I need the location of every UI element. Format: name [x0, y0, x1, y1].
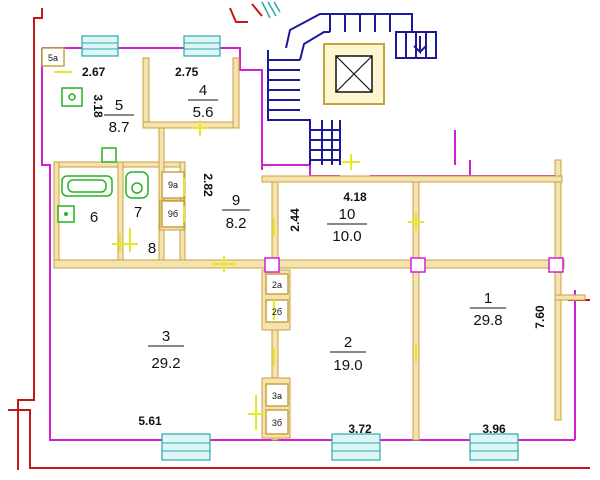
room-labels: 1 29.8 2 19.0 3 29.2 4 5.6 5 8.7 6 7 8 9…	[90, 82, 506, 374]
apartment-outline	[41, 47, 576, 441]
room-9-number: 9	[232, 192, 240, 209]
dimension-label: 7.60	[533, 305, 547, 329]
closet-labels: 5a 9a 9б 2a 2б 3a 3б	[48, 53, 282, 428]
room-2-area: 19.0	[333, 357, 362, 374]
closet-2a-label: 2a	[272, 280, 282, 290]
dimension-labels: 2.67 2.75 3.18 2.82 2.44 4.18 7.60 5.61 …	[82, 65, 547, 436]
room-8-number: 8	[148, 240, 156, 257]
room-4-area: 5.6	[193, 104, 214, 121]
closet-2b	[265, 299, 289, 323]
room-1-number: 1	[484, 290, 492, 307]
dimension-label: 3.18	[91, 94, 105, 118]
dimension-label: 2.44	[288, 208, 302, 232]
window	[261, 1, 281, 19]
columns	[264, 257, 564, 273]
closet-2a	[265, 273, 289, 295]
dimension-label: 2.75	[175, 65, 199, 79]
closet-5a	[41, 47, 65, 67]
room-10-area: 10.0	[332, 228, 361, 245]
room-5-number: 5	[115, 97, 123, 114]
dimension-label: 3.72	[348, 422, 372, 436]
closet-3b-label: 3б	[272, 418, 282, 428]
sink	[61, 87, 83, 107]
closet-3b	[265, 409, 289, 435]
fixture	[101, 147, 117, 163]
room-9-area: 8.2	[226, 215, 247, 232]
room-5-area: 8.7	[109, 119, 130, 136]
doors	[54, 71, 424, 430]
staircase	[267, 13, 437, 165]
window	[183, 35, 221, 57]
wall	[554, 294, 586, 301]
column	[548, 257, 564, 273]
room-6-number: 6	[90, 209, 98, 226]
window	[81, 35, 119, 57]
wall	[142, 121, 240, 129]
closets	[41, 47, 289, 435]
room-10-number: 10	[339, 206, 356, 223]
closet-3a	[265, 383, 289, 407]
column	[410, 257, 426, 273]
window	[331, 433, 381, 461]
dimension-label: 2.67	[82, 65, 106, 79]
fixtures	[57, 87, 149, 223]
dimension-label: 4.18	[343, 190, 367, 204]
room-4-number: 4	[199, 82, 207, 99]
toilet	[125, 171, 149, 199]
wall	[142, 57, 150, 127]
windows	[81, 1, 519, 461]
dimension-label: 5.61	[138, 414, 162, 428]
closet-5a-label: 5a	[48, 53, 58, 63]
wall	[232, 57, 240, 129]
window	[469, 433, 519, 461]
wall	[554, 159, 562, 421]
column	[264, 257, 280, 273]
closet-9a-label: 9a	[168, 180, 178, 190]
window	[161, 433, 211, 461]
closet-3a-label: 3a	[272, 391, 282, 401]
room-7-number: 7	[134, 204, 142, 221]
closet-9b-label: 9б	[168, 209, 178, 219]
room-2-number: 2	[344, 334, 352, 351]
dimension-label: 2.82	[201, 173, 215, 197]
wall	[261, 175, 563, 183]
closet-2b-label: 2б	[272, 307, 282, 317]
room-3-number: 3	[162, 328, 170, 345]
room-1-area: 29.8	[473, 312, 502, 329]
wall	[53, 259, 565, 269]
room-3-area: 29.2	[151, 355, 180, 372]
dimension-label: 3.96	[482, 422, 506, 436]
